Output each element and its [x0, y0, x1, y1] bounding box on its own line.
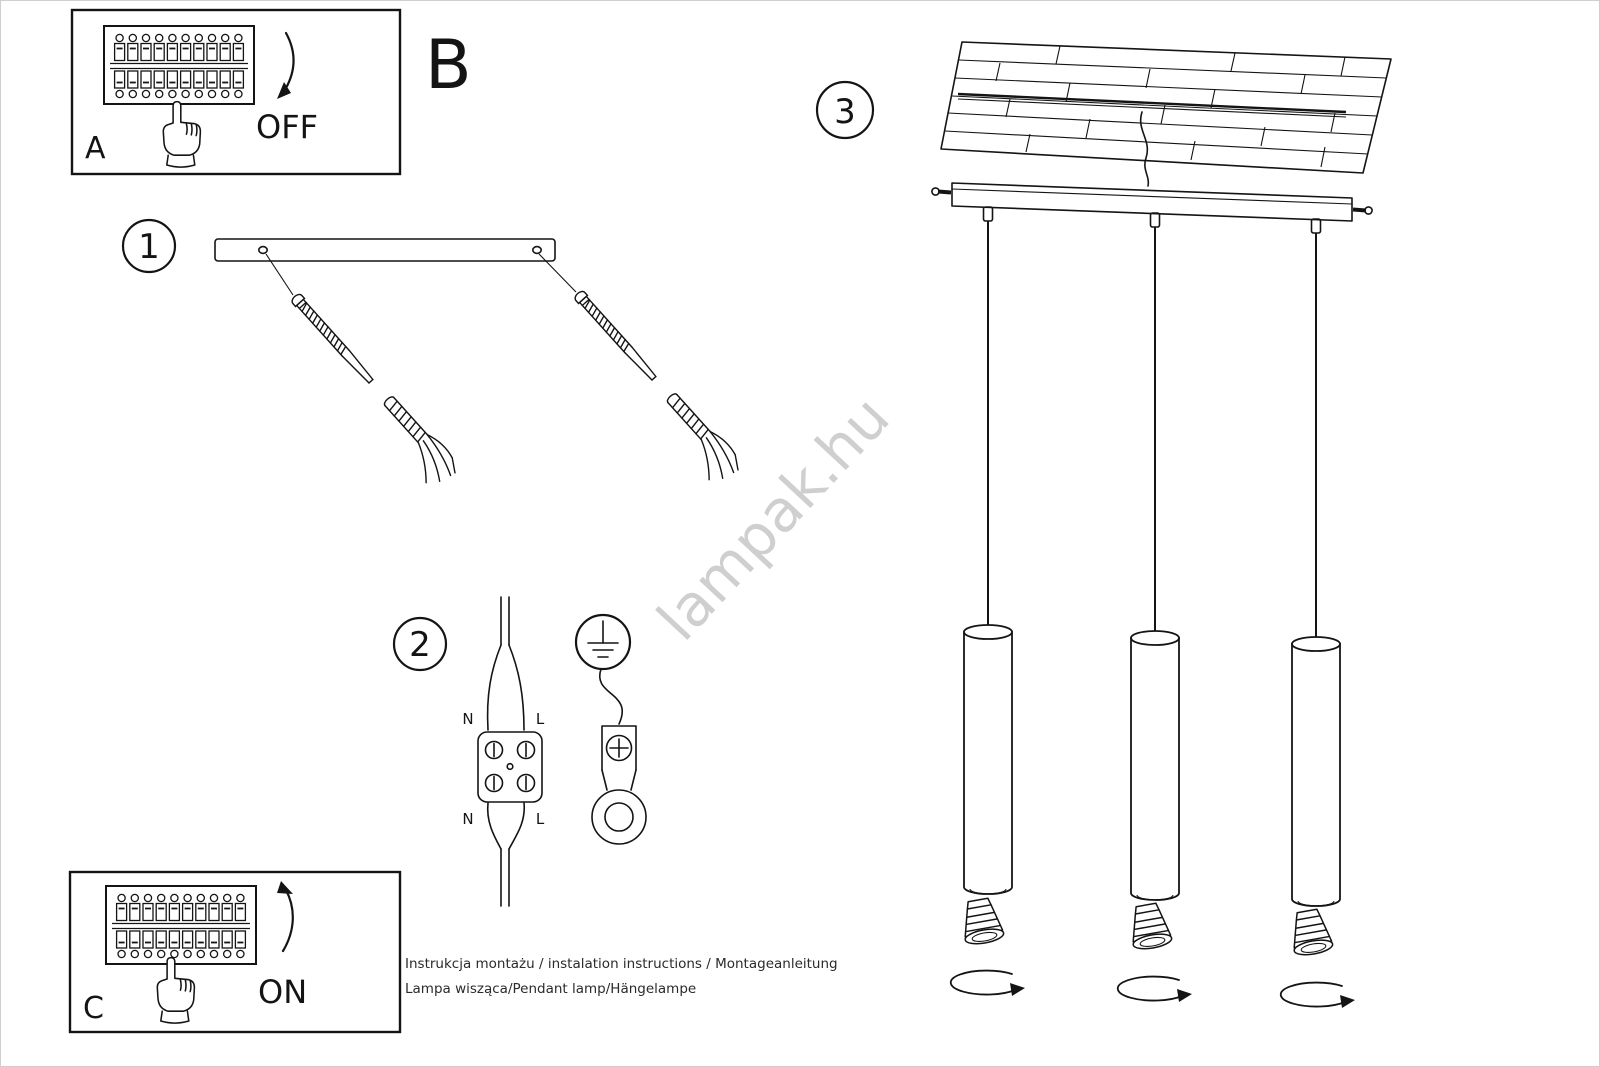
gu10-bulb-icon: [958, 895, 1006, 947]
panel-c: C ON: [68, 870, 402, 1034]
mounting-screw-left-icon: [289, 291, 377, 386]
ceiling-wood: [940, 41, 1392, 174]
leader-line: [265, 253, 294, 296]
breaker-panel-icon: [104, 26, 254, 104]
footer-line2: Lampa wisząca/Pendant lamp/Hängelampe: [405, 981, 696, 997]
pendant-tube: [1291, 636, 1341, 907]
step3-number: 3: [834, 92, 856, 132]
panel-c-action-label: ON: [258, 973, 307, 1011]
pendant-tube: [963, 624, 1013, 895]
cord-grip: [982, 206, 994, 222]
step1-number: 1: [138, 227, 160, 267]
panel-a-label: A: [85, 131, 106, 166]
gu10-bulb-icon: [1126, 900, 1174, 952]
panel-a: A OFF: [70, 8, 402, 176]
on-arrow-icon: [277, 881, 294, 953]
section-b-label: B: [425, 26, 472, 105]
pendant-tube: [1130, 630, 1180, 901]
off-arrow-icon: [277, 31, 295, 99]
step1-diagram: 1: [121, 218, 746, 493]
earth-symbol-icon: [574, 613, 632, 671]
earth-connector-icon: [591, 668, 647, 845]
bracket-hole-left: [257, 245, 268, 255]
step2-number: 2: [409, 625, 431, 665]
gu10-bulb-icon: [1287, 906, 1335, 958]
wall-plug-left-icon: [366, 391, 463, 493]
panel-a-action-label: OFF: [256, 108, 318, 146]
label-l-top: L: [536, 710, 545, 728]
step1-badge: [121, 218, 177, 274]
label-n-top: N: [462, 710, 473, 728]
cord-grip: [1149, 212, 1161, 228]
leader-line: [538, 253, 577, 293]
supply-wire: [1139, 111, 1150, 187]
watermark: lampak.hu: [644, 383, 902, 653]
panel-c-label: C: [83, 991, 104, 1026]
label-l-bottom: L: [536, 810, 545, 828]
mounting-bar: [931, 182, 1373, 234]
power-cable: [486, 596, 526, 907]
step2-badge: [392, 616, 448, 672]
mounting-bracket: [214, 238, 556, 262]
mounting-screw-right-icon: [572, 288, 660, 383]
bracket-hole-right: [531, 245, 542, 255]
wall-plug-right-icon: [649, 388, 746, 490]
rotate-arrow-icon: [1116, 975, 1193, 1003]
step2-diagram: 2 N L N L: [392, 596, 647, 907]
label-n-bottom: N: [462, 810, 473, 828]
breaker-panel-icon: [106, 886, 256, 964]
end-bolt-right-icon: [1364, 206, 1373, 215]
end-bolt-left-icon: [931, 187, 940, 196]
rotate-arrow-icon: [1279, 981, 1356, 1009]
step3-badge: [815, 80, 875, 140]
rotate-arrow-icon: [949, 969, 1026, 997]
terminal-block: [477, 731, 543, 803]
footer-line1: Instrukcja montażu / instalation instruc…: [405, 956, 838, 972]
step3-diagram: 3: [815, 41, 1392, 1009]
cord-grip: [1310, 218, 1322, 234]
